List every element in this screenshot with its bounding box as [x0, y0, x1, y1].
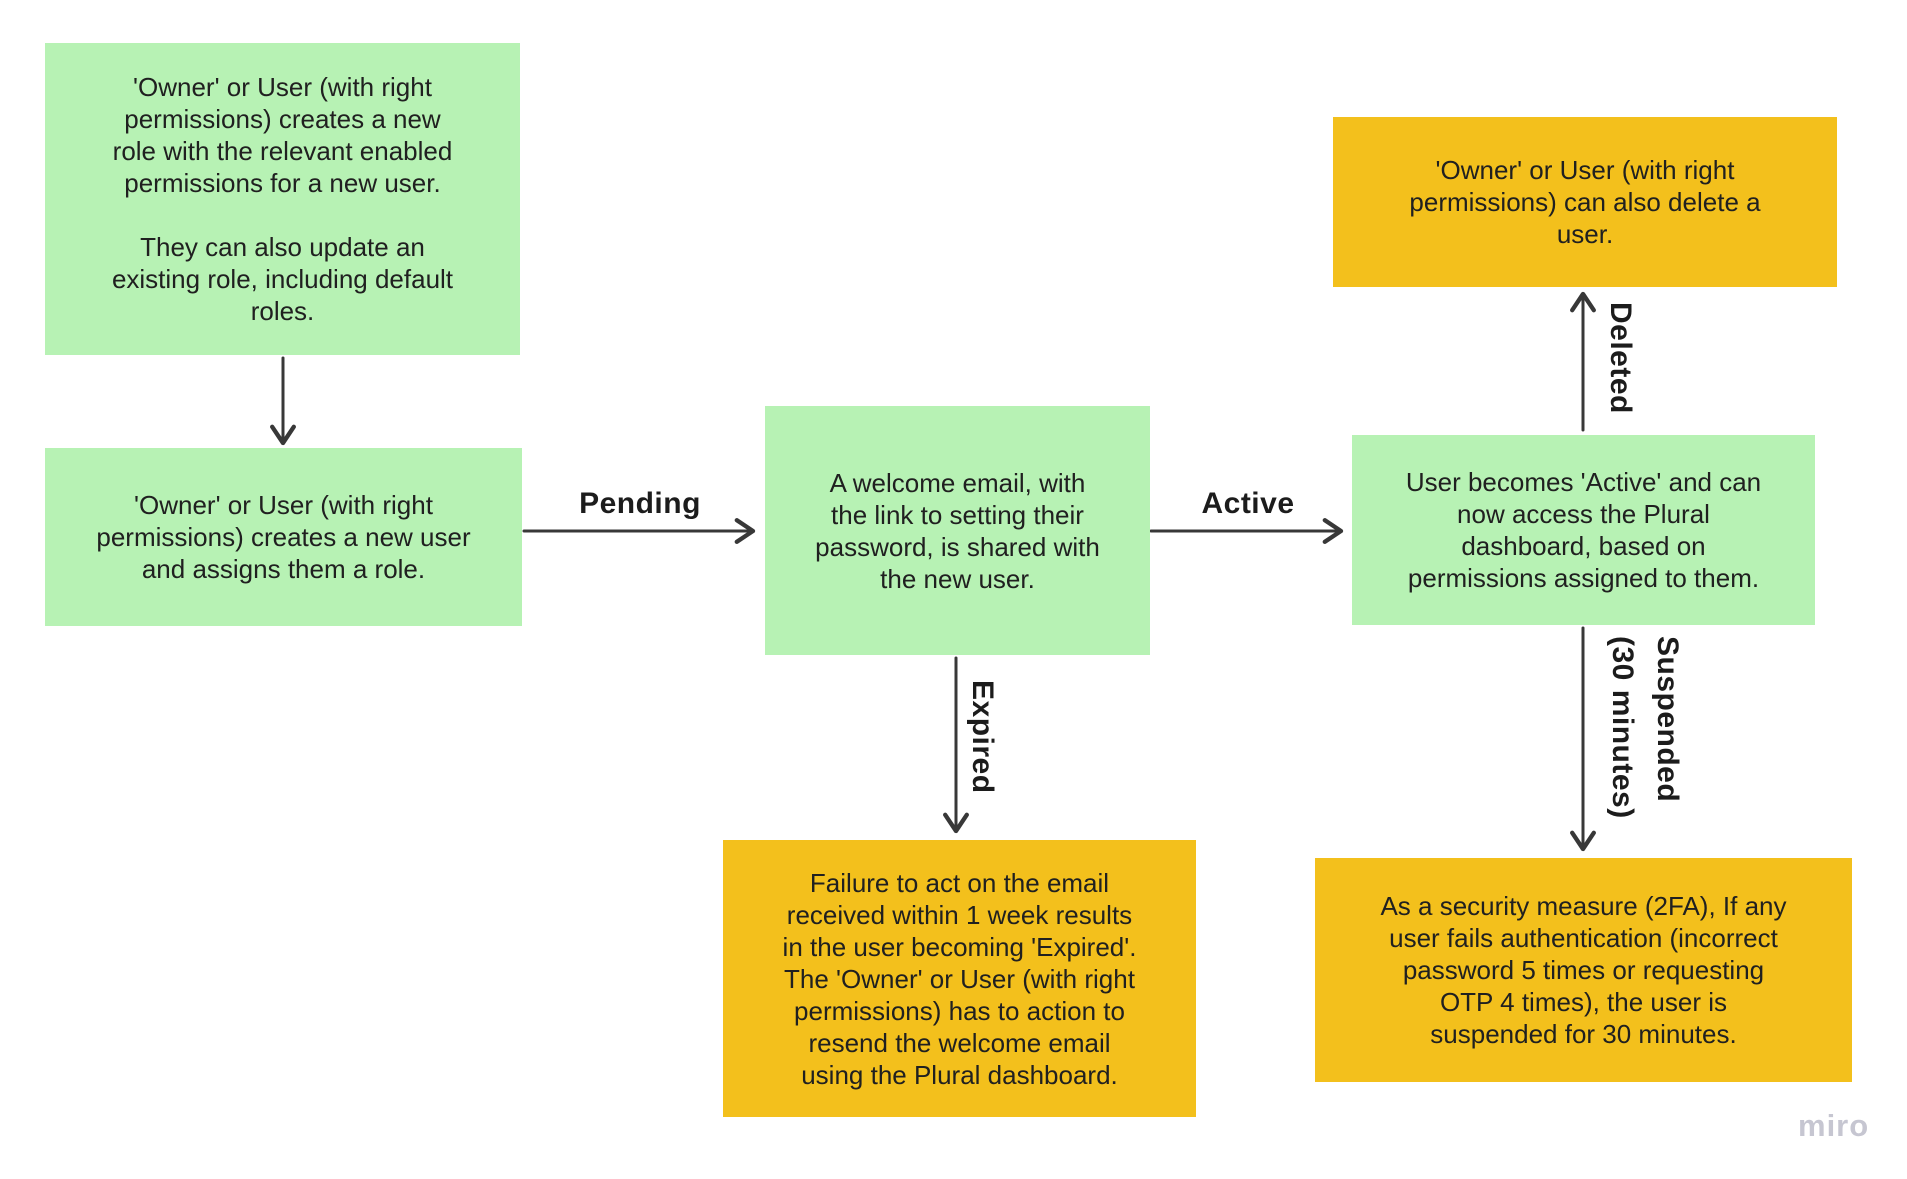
edge-label-suspended[interactable]: Suspended (30 minutes)	[1600, 636, 1690, 866]
node-active-user[interactable]: User becomes 'Active' and can now access…	[1352, 435, 1815, 625]
node-welcome-email-text: A welcome email, with the link to settin…	[815, 467, 1100, 594]
node-user-creation[interactable]: 'Owner' or User (with right permissions)…	[45, 448, 522, 626]
node-suspended-user[interactable]: As a security measure (2FA), If any user…	[1315, 858, 1852, 1082]
node-user-creation-text: 'Owner' or User (with right permissions)…	[96, 490, 471, 584]
edge-label-pending[interactable]: Pending	[579, 487, 701, 520]
node-suspended-user-text: As a security measure (2FA), If any user…	[1380, 891, 1787, 1049]
edge-label-expired[interactable]: Expired	[966, 680, 999, 794]
node-expired-user[interactable]: Failure to act on the email received wit…	[723, 840, 1196, 1117]
node-role-creation-text-2: They can also update an existing role, i…	[111, 232, 454, 326]
miro-logo[interactable]: miro	[1798, 1108, 1870, 1143]
node-role-creation[interactable]: 'Owner' or User (with right permissions)…	[45, 43, 520, 355]
edge-label-active[interactable]: Active	[1201, 487, 1295, 520]
node-delete-user[interactable]: 'Owner' or User (with right permissions)…	[1333, 117, 1837, 287]
edge-label-suspended-line1: Suspended	[1651, 636, 1684, 803]
edge-label-suspended-line2: (30 minutes)	[1606, 636, 1639, 819]
edge-label-deleted[interactable]: Deleted	[1604, 302, 1637, 414]
node-role-creation-text-1: 'Owner' or User (with right permissions)…	[112, 72, 453, 198]
node-delete-user-text: 'Owner' or User (with right permissions)…	[1409, 155, 1761, 249]
node-expired-user-text: Failure to act on the email received wit…	[782, 867, 1137, 1090]
node-welcome-email[interactable]: A welcome email, with the link to settin…	[765, 406, 1150, 655]
node-active-user-text: User becomes 'Active' and can now access…	[1405, 467, 1762, 593]
